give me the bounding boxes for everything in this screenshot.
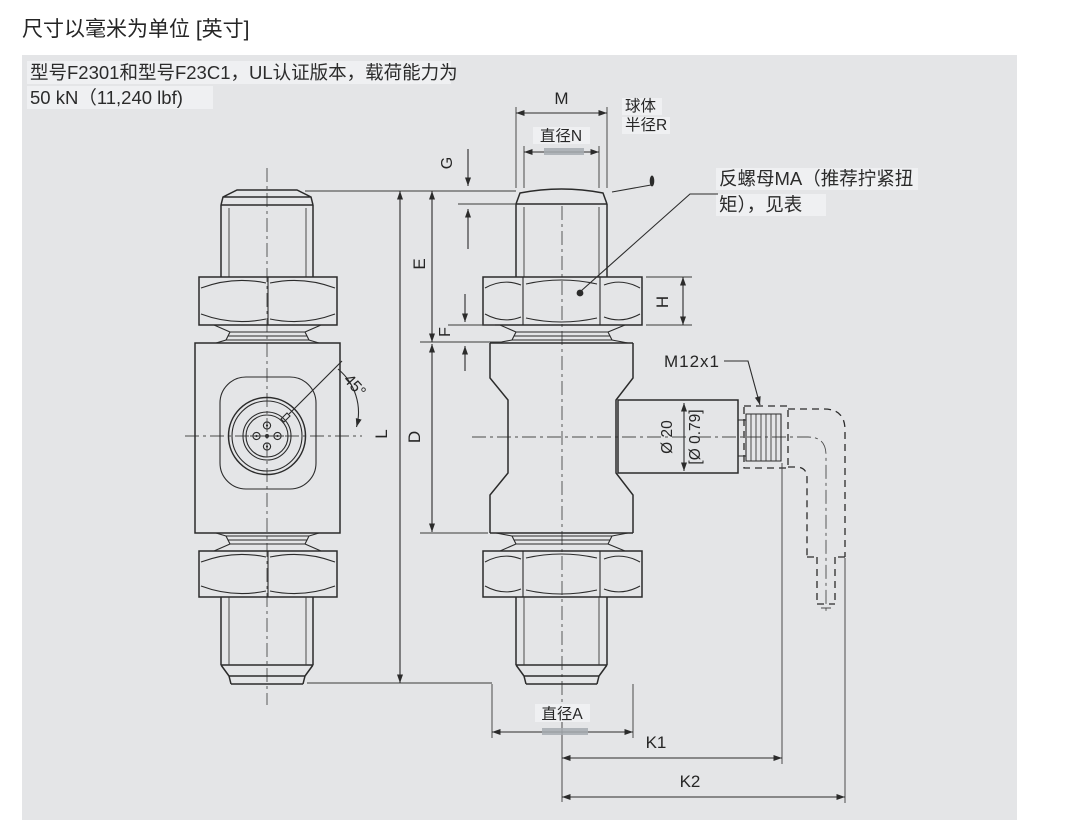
dim-a-value-bar (542, 728, 588, 735)
locknut-label-line1: 反螺母MA（推荐拧紧扭 (719, 168, 913, 189)
dimension-n: 直径N (524, 127, 599, 155)
dim-a-label: 直径A (541, 705, 583, 723)
ball-radius-label-line1: 球体 (625, 97, 657, 115)
ball-radius-highlight-1 (622, 98, 662, 115)
dimension-g: G (439, 149, 471, 249)
right-view: Ø 20 [Ø 0.79] (472, 188, 846, 705)
ball-radius-annotation: 球体 半径R (611, 97, 670, 193)
dim-a-highlight (535, 704, 590, 722)
note-highlight-1 (27, 61, 451, 84)
dimension-k2: K2 (562, 772, 845, 800)
dim-f-label: F (437, 327, 454, 337)
dimension-l: L (372, 191, 403, 683)
dim-n-value-bar (544, 148, 584, 155)
dim-k1-label: K1 (646, 733, 667, 752)
dim-d-label: D (405, 431, 424, 443)
ball-radius-leader-dot (649, 175, 655, 187)
dim-g-label: G (439, 157, 456, 169)
mating-cable-connector-dashed (743, 405, 846, 609)
dim-n-label: 直径N (540, 127, 582, 145)
page-title: 尺寸以毫米为单位 [英寸] (22, 18, 250, 41)
locknut-leader-dot (576, 289, 584, 297)
dimension-k1: K1 (562, 733, 782, 761)
dimension-e: E (410, 191, 435, 342)
housing-diameter-in-label: [Ø 0.79] (687, 409, 704, 464)
housing-diameter-mm-label: Ø 20 (659, 420, 676, 454)
dimension-f: F (437, 294, 468, 371)
capacity-note: 型号F2301和型号F23C1，UL认证版本，载荷能力为 50 kN（11,24… (27, 61, 458, 109)
dimension-d: D (405, 344, 435, 532)
dim-h-label: H (653, 296, 672, 308)
right-view-horizontal-centerline (472, 436, 827, 612)
locknut-annotation: 反螺母MA（推荐拧紧扭 矩），见表 (576, 168, 918, 297)
ball-radius-label-line2: 半径R (625, 116, 667, 134)
dim-n-highlight (533, 127, 590, 144)
connector-thread-annotation: M12x1 (664, 352, 761, 406)
dim-e-label: E (410, 258, 429, 269)
note-line-2: 50 kN（11,240 lbf) (30, 87, 183, 108)
left-view: 45° (185, 168, 369, 705)
locknut-highlight-1 (716, 168, 918, 190)
dim-l-label: L (372, 429, 391, 438)
connector-face (227, 396, 307, 476)
ball-radius-highlight-2 (622, 117, 670, 134)
locknut-label-line2: 矩），见表 (719, 194, 802, 215)
dim-k2-label: K2 (680, 772, 701, 791)
dimension-h: H (653, 277, 686, 325)
cable-connector-housing: Ø 20 [Ø 0.79] (617, 399, 782, 474)
note-highlight-2 (27, 86, 213, 109)
dimension-m: M (516, 89, 607, 116)
connector-thread-label: M12x1 (664, 352, 720, 371)
locknut-highlight-2 (716, 194, 826, 216)
note-line-1: 型号F2301和型号F23C1，UL认证版本，载荷能力为 (30, 62, 458, 83)
dimension-a: 直径A (492, 704, 633, 735)
dim-m-label: M (554, 89, 568, 108)
